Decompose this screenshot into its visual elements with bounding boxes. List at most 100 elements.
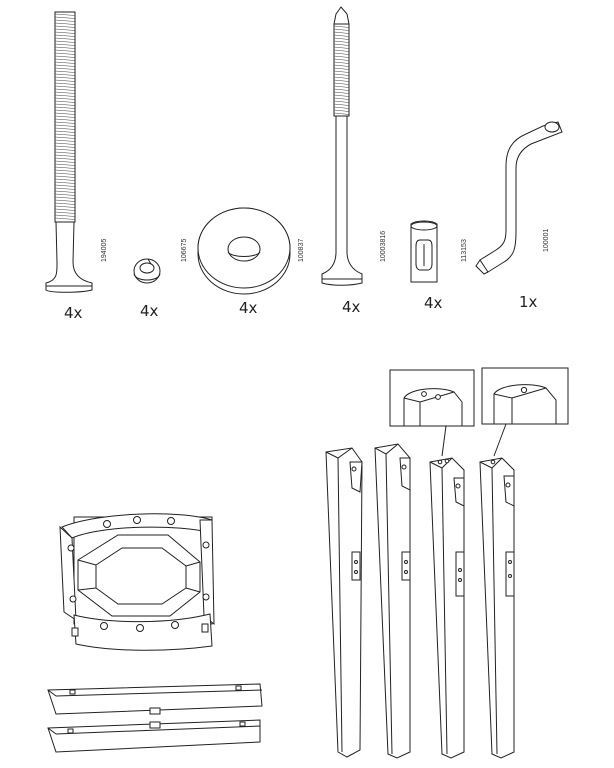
quantity-label: 4x: [140, 302, 159, 320]
thread-line: [54, 160, 76, 163]
thread-line: [54, 82, 76, 85]
part-number: 100001: [543, 229, 550, 252]
thread-line: [54, 112, 76, 115]
thread-line: [54, 46, 76, 49]
thread-line: [54, 67, 76, 70]
thread-line: [54, 115, 76, 118]
thread-line: [54, 31, 76, 34]
barrel-nut-icon: [410, 220, 438, 283]
thread-line: [54, 106, 76, 109]
thread-line: [54, 214, 76, 217]
thread-line: [54, 142, 76, 145]
thread-line: [54, 208, 76, 211]
thread-line: [333, 25, 350, 28]
square-frame-icon: [59, 513, 215, 651]
thread-line: [333, 28, 350, 31]
thread-line: [333, 55, 350, 58]
thread-line: [54, 157, 76, 160]
thread-line: [54, 103, 76, 106]
side-rail-icon: [47, 719, 261, 753]
thread-line: [54, 151, 76, 154]
thread-line: [54, 118, 76, 121]
thread-line: [333, 109, 350, 112]
thread-line: [54, 154, 76, 157]
thread-line: [54, 64, 76, 67]
part-number: 113153: [461, 239, 468, 262]
thread-line: [54, 181, 76, 184]
thread-line: [333, 52, 350, 55]
thread-line: [333, 31, 350, 34]
thread-line: [54, 91, 76, 94]
thread-line: [54, 166, 76, 169]
thread-line: [333, 85, 350, 88]
part-number: 106675: [181, 239, 188, 262]
thread-line: [333, 34, 350, 37]
quantity-label: 4x: [424, 294, 443, 312]
thread-line: [54, 76, 76, 79]
thread-line: [54, 19, 76, 22]
allen-key-icon: [475, 121, 563, 275]
thread-line: [54, 121, 76, 124]
thread-line: [333, 43, 350, 46]
thread-line: [333, 76, 350, 79]
thread-line: [54, 109, 76, 112]
quantity-label: 4x: [239, 299, 258, 317]
thread-line: [54, 202, 76, 205]
thread-line: [54, 193, 76, 196]
long-bolt-icon: [45, 11, 93, 293]
thread-line: [333, 67, 350, 70]
quantity-label: 4x: [64, 304, 83, 322]
part-number: 10003816: [380, 231, 387, 262]
thread-line: [54, 52, 76, 55]
thread-line: [54, 49, 76, 52]
thread-line: [54, 16, 76, 19]
thread-line: [333, 58, 350, 61]
thread-line: [54, 127, 76, 130]
thread-line: [54, 184, 76, 187]
thread-line: [54, 58, 76, 61]
thread-line: [333, 100, 350, 103]
leg-detail-icon: [481, 367, 569, 457]
thread-line: [54, 61, 76, 64]
thread-line: [54, 136, 76, 139]
thread-line: [333, 97, 350, 100]
thread-line: [54, 37, 76, 40]
thread-line: [54, 196, 76, 199]
thread-line: [54, 43, 76, 46]
thread-line: [54, 139, 76, 142]
thread-line: [54, 145, 76, 148]
thread-line: [333, 112, 350, 115]
thread-line: [54, 22, 76, 25]
thread-line: [333, 103, 350, 106]
thread-line: [333, 49, 350, 52]
part-number: 100837: [298, 239, 305, 262]
thread-line: [333, 61, 350, 64]
thread-line: [333, 37, 350, 40]
thread-line: [333, 73, 350, 76]
thread-line: [333, 70, 350, 73]
thread-line: [54, 100, 76, 103]
thread-line: [54, 94, 76, 97]
thread-line: [54, 190, 76, 193]
thread-line: [54, 187, 76, 190]
thread-line: [54, 211, 76, 214]
thread-line: [54, 34, 76, 37]
thread-line: [54, 172, 76, 175]
thread-line: [54, 163, 76, 166]
table-leg-icon: [479, 457, 515, 759]
thread-line: [54, 55, 76, 58]
thread-line: [54, 178, 76, 181]
thread-line: [333, 88, 350, 91]
thread-line: [54, 85, 76, 88]
thread-line: [333, 106, 350, 109]
side-rail-icon: [47, 683, 263, 715]
thread-line: [54, 73, 76, 76]
thread-line: [54, 40, 76, 43]
table-leg-icon: [374, 443, 411, 759]
thread-line: [54, 13, 76, 16]
table-leg-icon: [325, 447, 363, 758]
thread-line: [333, 94, 350, 97]
thread-line: [54, 133, 76, 136]
leg-detail-icon: [389, 369, 475, 457]
